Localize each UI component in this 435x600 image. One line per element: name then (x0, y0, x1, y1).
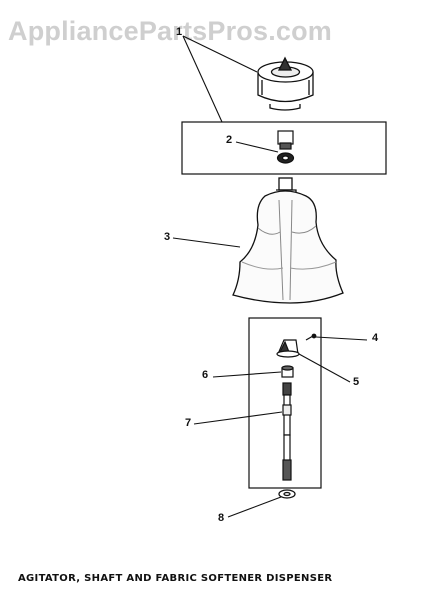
callout-1: 1 (176, 26, 183, 38)
leader-lines (172, 35, 368, 518)
drive-shaft (282, 382, 292, 481)
assembly-box-upper (181, 121, 387, 175)
small-screw (305, 333, 317, 341)
callout-5: 5 (353, 376, 360, 388)
assembly-box-lower (248, 317, 322, 489)
callout-6: 6 (202, 369, 209, 381)
agitator (232, 177, 344, 304)
callout-4: 4 (372, 332, 379, 344)
adapter-part (276, 130, 295, 164)
agitator-cam (276, 339, 300, 358)
callout-2: 2 (226, 134, 233, 146)
callout-8: 8 (218, 512, 225, 524)
fabric-softener-dispenser (257, 56, 314, 111)
callout-7: 7 (185, 417, 192, 429)
callout-3: 3 (164, 231, 171, 243)
bushing (281, 365, 294, 378)
washer (278, 489, 296, 499)
watermark: AppliancePartsPros.com (8, 16, 333, 46)
diagram-caption: AGITATOR, SHAFT AND FABRIC SOFTENER DISP… (18, 573, 333, 584)
